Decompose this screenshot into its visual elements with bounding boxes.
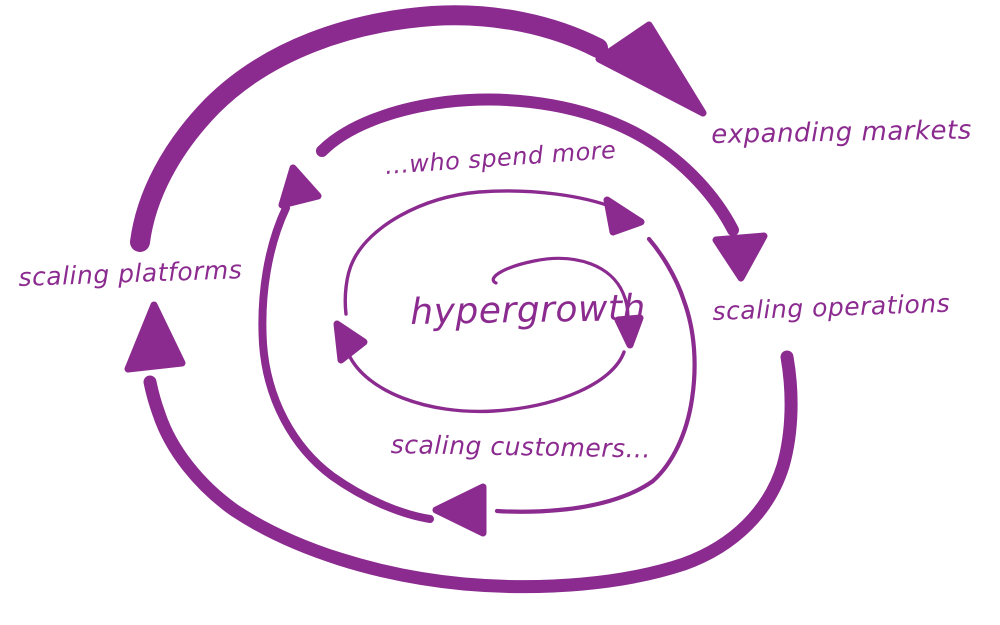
arrowhead-oval-up-left bbox=[333, 320, 368, 364]
arrowhead-right-down bbox=[712, 232, 768, 282]
spiral-stroke-outer bbox=[130, 5, 608, 252]
arrowhead-outer-southeast bbox=[595, 21, 707, 117]
spiral-stroke-loop-d-top bbox=[316, 93, 739, 236]
spiral-stroke-loop-c bbox=[258, 204, 434, 523]
spiral-stroke-loop-d-tail bbox=[143, 350, 798, 594]
arrowhead-left-up bbox=[278, 164, 322, 209]
label-scaling-customers: scaling customers... bbox=[390, 430, 652, 464]
spiral-stroke-oval-top bbox=[343, 189, 617, 316]
arrowhead-bottom-left bbox=[432, 483, 487, 537]
arrowhead-oval-right bbox=[603, 196, 645, 236]
spiral-stroke-oval-bottom bbox=[343, 341, 626, 414]
label-expanding-markets: expanding markets bbox=[711, 115, 972, 150]
center-label-hypergrowth: hypergrowth bbox=[410, 287, 647, 333]
spiral-stroke-inner-curl bbox=[491, 256, 630, 319]
spiral-stroke-loop-b bbox=[494, 236, 697, 514]
arrowhead-inner-down bbox=[614, 314, 644, 349]
arrowhead-tail-up bbox=[124, 301, 186, 373]
